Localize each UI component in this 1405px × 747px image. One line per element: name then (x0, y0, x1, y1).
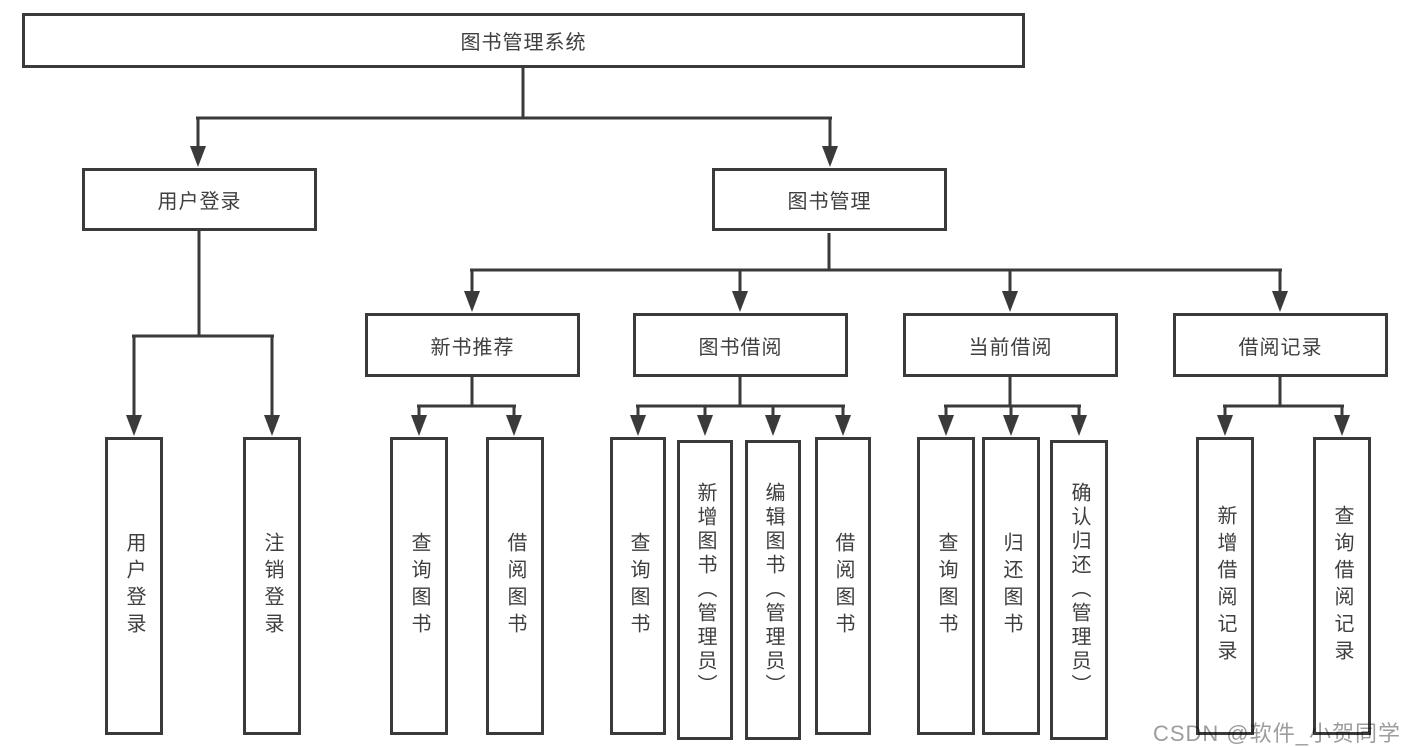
leaf-current-query-books: 查询图书 (917, 437, 975, 735)
node-label: 确认归还（管理员） (1068, 482, 1090, 698)
node-label: 图书管理 (787, 191, 872, 213)
node-label: 查询图书 (627, 532, 649, 640)
csdn-watermark: CSDN @软件_小贺同学 (1152, 721, 1401, 746)
node-label: 新书推荐 (430, 336, 515, 359)
leaf-borrow-query-books: 查询图书 (610, 437, 666, 735)
leaf-borrow-borrow-books: 借阅图书 (815, 437, 871, 735)
node-label: 新增图书（管理员） (694, 482, 716, 698)
node-book-borrow: 图书借阅 (633, 313, 848, 377)
node-borrow-records: 借阅记录 (1173, 313, 1388, 377)
leaf-confirm-return-admin: 确认归还（管理员） (1050, 440, 1108, 740)
node-system-root: 图书管理系统 (22, 13, 1025, 68)
leaf-return-books: 归还图书 (982, 437, 1040, 735)
node-current-borrow: 当前借阅 (903, 313, 1118, 377)
node-user-login: 用户登录 (82, 168, 317, 231)
node-label: 查询图书 (935, 532, 957, 640)
node-label: 编辑图书（管理员） (762, 482, 784, 698)
node-label: 用户登录 (157, 191, 242, 213)
leaf-edit-book-admin: 编辑图书（管理员） (745, 440, 801, 740)
node-label: 借阅记录 (1238, 336, 1323, 359)
leaf-recommend-borrow-books: 借阅图书 (486, 437, 544, 735)
node-label: 借阅图书 (832, 532, 854, 640)
node-label: 借阅图书 (504, 532, 526, 640)
node-label: 图书借阅 (698, 336, 783, 359)
node-label: 用户登录 (123, 532, 145, 640)
leaf-query-borrow-record: 查询借阅记录 (1313, 437, 1371, 735)
node-new-book-recommend: 新书推荐 (365, 313, 580, 377)
node-label: 当前借阅 (968, 336, 1053, 359)
leaf-add-book-admin: 新增图书（管理员） (677, 440, 733, 740)
leaf-recommend-query-books: 查询图书 (390, 437, 448, 735)
node-label: 查询图书 (408, 532, 430, 640)
leaf-logout: 注销登录 (243, 437, 301, 735)
node-label: 图书管理系统 (460, 32, 587, 54)
node-label: 归还图书 (1000, 532, 1022, 640)
leaf-add-borrow-record: 新增借阅记录 (1196, 437, 1254, 735)
node-book-management: 图书管理 (712, 168, 947, 231)
node-label: 查询借阅记录 (1331, 505, 1353, 667)
leaf-user-login: 用户登录 (105, 437, 163, 735)
node-label: 注销登录 (261, 532, 283, 640)
node-label: 新增借阅记录 (1214, 505, 1236, 667)
